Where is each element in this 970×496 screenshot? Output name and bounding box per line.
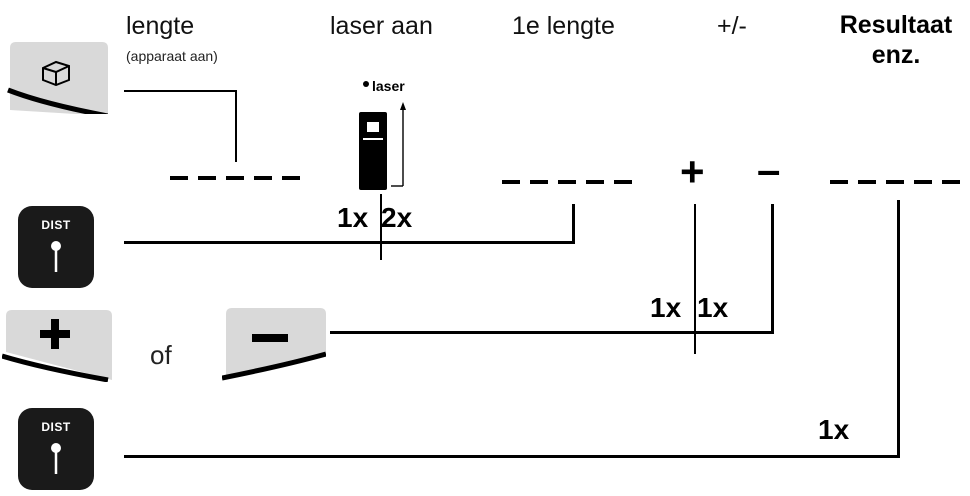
count-row1-first: 1x bbox=[337, 202, 369, 233]
dist-button-2[interactable]: DIST bbox=[18, 408, 94, 490]
minus-button[interactable] bbox=[221, 306, 327, 382]
header-resultaat: Resultaat enz. bbox=[826, 10, 966, 70]
header-1e-lengte: 1e lengte bbox=[512, 12, 615, 40]
count-row3: 1x bbox=[818, 414, 850, 445]
header-lengte-subtitle: (apparaat aan) bbox=[126, 48, 218, 64]
dist-button-1-label: DIST bbox=[41, 218, 71, 232]
mode-button[interactable] bbox=[4, 38, 109, 119]
laser-pin-icon bbox=[51, 443, 61, 474]
display-plus-symbol: + bbox=[680, 148, 705, 195]
header-lengte: lengte bbox=[126, 12, 195, 40]
header-plus-minus: +/- bbox=[717, 12, 747, 40]
laser-device-label: laser bbox=[372, 78, 405, 94]
header-resultaat-line2: enz. bbox=[871, 41, 921, 69]
dist-button-1[interactable]: DIST bbox=[18, 206, 94, 288]
count-row1-second: 2x bbox=[381, 202, 413, 233]
of-label: of bbox=[150, 340, 172, 370]
laser-pin-icon bbox=[51, 241, 61, 272]
count-row2-first: 1x bbox=[650, 292, 682, 323]
display-minus-symbol: – bbox=[757, 146, 781, 193]
cube-icon bbox=[40, 58, 72, 91]
dist-button-2-label: DIST bbox=[41, 420, 71, 434]
header-laser-aan: laser aan bbox=[330, 12, 433, 40]
count-row2-second: 1x bbox=[697, 292, 729, 323]
header-resultaat-line1: Resultaat bbox=[839, 11, 953, 39]
plus-button[interactable] bbox=[1, 308, 112, 383]
